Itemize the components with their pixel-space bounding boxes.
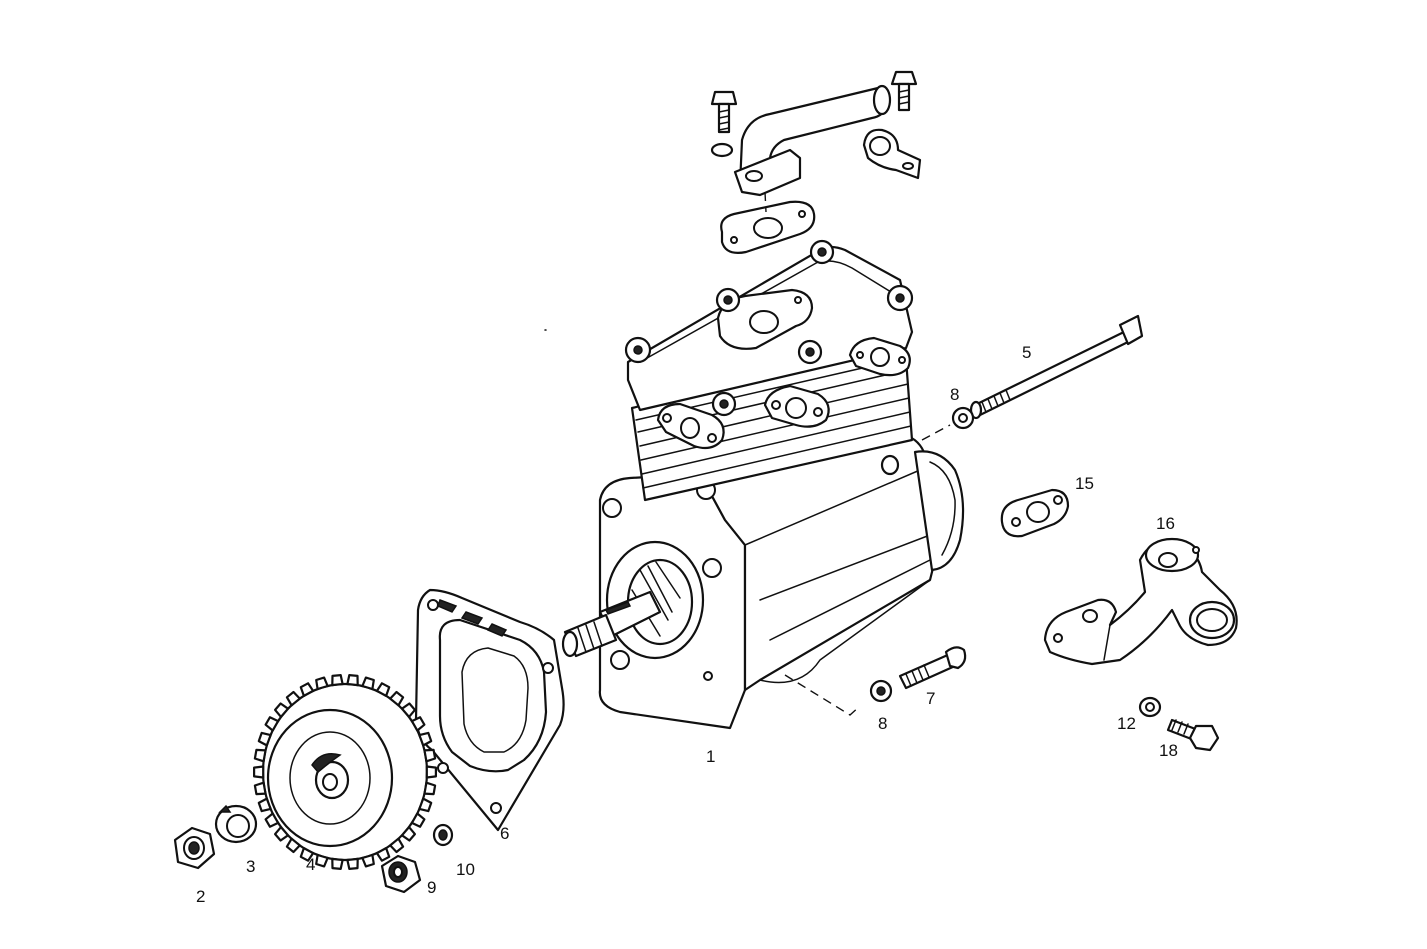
hex-nut-9 (380, 854, 422, 894)
callout-1: 1 (706, 747, 716, 766)
gear-tooth (285, 690, 301, 707)
callout-18: 18 (1159, 741, 1178, 760)
gear-tooth (253, 748, 267, 763)
gear-tooth (375, 682, 391, 697)
gear-tooth (315, 676, 329, 691)
gear-tooth (264, 716, 280, 732)
washer-lower (869, 679, 893, 703)
gear-tooth (285, 837, 301, 854)
callout-15: 15 (1075, 474, 1094, 493)
gear-tooth (331, 674, 344, 687)
gear-tooth (423, 748, 437, 763)
outlet-gasket (720, 200, 816, 254)
pipe-bolt-right (890, 70, 918, 112)
gear-tooth (375, 847, 391, 862)
gear-tooth (264, 812, 280, 828)
washer-10 (432, 823, 454, 847)
gear-tooth (389, 837, 405, 854)
outlet-pipe-assembly (710, 70, 922, 254)
drive-shaft (561, 590, 662, 658)
callout-2: 2 (196, 887, 206, 906)
leader-bolt-5 (921, 424, 951, 441)
callout-8-lower: 8 (878, 714, 888, 733)
gear-tooth (299, 847, 315, 862)
pipe-washer-left (710, 142, 734, 158)
gear-tooth (361, 676, 375, 691)
gear-tooth (389, 690, 405, 707)
bolt-18 (1166, 718, 1220, 752)
gear-tooth (299, 682, 315, 697)
gear-tooth (361, 853, 375, 868)
gear-tooth (346, 857, 359, 870)
leader-screw-7 (784, 674, 861, 716)
callout-6: 6 (500, 824, 510, 843)
head-port-right (848, 336, 911, 377)
callout-5: 5 (1022, 343, 1032, 362)
gear-tooth (346, 674, 359, 687)
head-top-port (716, 288, 814, 350)
callout-3: 3 (246, 857, 256, 876)
inlet-elbow (1043, 537, 1238, 666)
head-port-left (656, 402, 725, 450)
cover-plate (414, 588, 565, 832)
long-bolt (969, 314, 1144, 420)
rear-cover (913, 450, 965, 572)
outlet-pipe (733, 84, 892, 197)
gear-tooth (315, 853, 329, 868)
gear-tooth (257, 731, 272, 747)
callout-4: 4 (306, 855, 316, 874)
gear-tooth (257, 797, 272, 813)
callout-16: 16 (1156, 514, 1175, 533)
gear-tooth (410, 716, 426, 732)
callout-8-upper: 8 (950, 385, 960, 404)
gear-tooth (400, 702, 416, 718)
gear-tooth (425, 765, 437, 779)
hex-nut-2 (173, 826, 216, 870)
flange-gasket (1000, 488, 1070, 538)
head-bolts (624, 239, 914, 417)
screw-7 (898, 646, 967, 690)
gear-tooth (274, 702, 290, 718)
gear-tooth (253, 765, 265, 779)
gear-tooth (331, 857, 344, 870)
head-port-middle (763, 384, 830, 428)
drive-gear (253, 674, 437, 870)
callout-7: 7 (926, 689, 936, 708)
callout-12: 12 (1117, 714, 1136, 733)
gear-tooth (274, 826, 290, 842)
lock-washer-3 (214, 804, 258, 844)
gear-tooth (253, 781, 267, 796)
pipe-clamp (862, 128, 922, 180)
gear-tooth (410, 812, 426, 828)
callout-10: 10 (456, 860, 475, 879)
pipe-bolt-left (710, 90, 738, 134)
washer-upper (951, 406, 975, 430)
gear-tooth (400, 826, 416, 842)
gear-tooth (423, 781, 437, 796)
gear-tooth (418, 731, 433, 747)
gear-tooth (418, 797, 433, 813)
callout-9: 9 (427, 878, 437, 897)
washer-12 (1138, 696, 1162, 718)
compressor-body (561, 239, 965, 730)
